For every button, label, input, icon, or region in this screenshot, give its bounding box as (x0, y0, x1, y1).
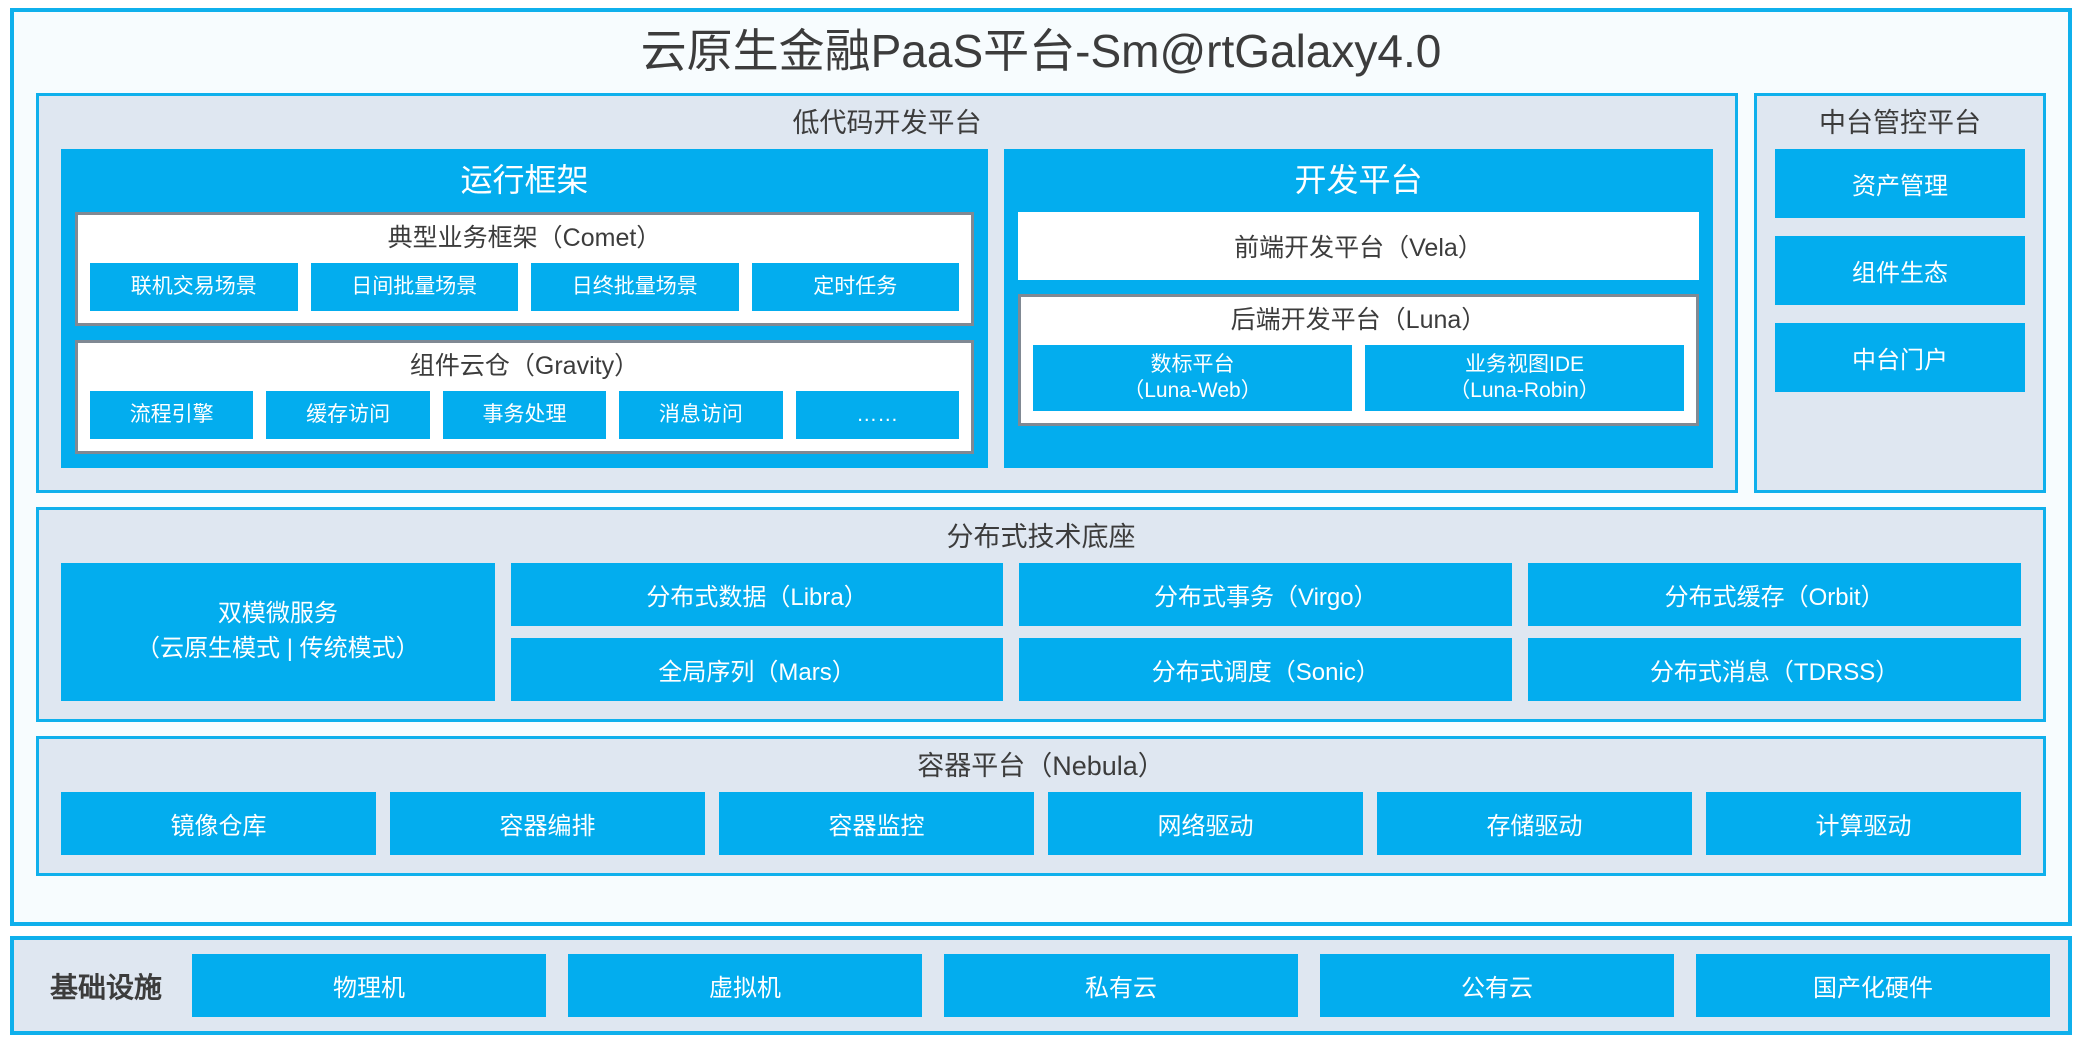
infrastructure-label: 基础设施 (50, 971, 163, 1003)
container-item-network-driver[interactable]: 网络驱动 (1048, 791, 1363, 855)
comet-item-intraday-batch[interactable]: 日间批量场景 (310, 262, 518, 311)
lowcode-platform-body: 运行框架 典型业务框架（Comet） 联机交易场景 日间批量场景 日终批量场景 … (39, 148, 1735, 490)
distributed-col-1: 分布式数据（Libra） 全局序列（Mars） (510, 562, 1004, 701)
midoffice-platform-body: 资产管理 组件生态 中台门户 (1757, 148, 2043, 490)
distributed-item-sonic[interactable]: 分布式调度（Sonic） (1019, 637, 1513, 701)
container-platform-panel: 容器平台（Nebula） 镜像仓库 容器编排 容器监控 网络驱动 存储驱动 计算… (36, 735, 2046, 876)
distributed-item-orbit[interactable]: 分布式缓存（Orbit） (1528, 562, 2021, 626)
container-item-image-registry[interactable]: 镜像仓库 (61, 791, 376, 855)
comet-card: 典型业务框架（Comet） 联机交易场景 日间批量场景 日终批量场景 定时任务 (75, 211, 974, 326)
gravity-card: 组件云仓（Gravity） 流程引擎 缓存访问 事务处理 消息访问 …… (75, 339, 974, 454)
midoffice-item-component-ecosystem[interactable]: 组件生态 (1775, 235, 2025, 305)
distributed-col-2: 分布式事务（Virgo） 分布式调度（Sonic） (1019, 562, 1513, 701)
container-item-storage-driver[interactable]: 存储驱动 (1377, 791, 1692, 855)
distributed-item-libra[interactable]: 分布式数据（Libra） (510, 562, 1004, 626)
gravity-title: 组件云仓（Gravity） (409, 351, 640, 380)
distributed-item-virgo[interactable]: 分布式事务（Virgo） (1019, 562, 1513, 626)
luna-web-code: （Luna-Web） (1123, 378, 1262, 402)
comet-item-scheduled-task[interactable]: 定时任务 (751, 262, 959, 311)
runtime-framework-title: 运行框架 (460, 161, 589, 198)
comet-item-online-trade[interactable]: 联机交易场景 (90, 262, 298, 311)
microservice-line2: （云原生模式 | 传统模式） (136, 634, 420, 662)
container-item-orchestration[interactable]: 容器编排 (390, 791, 705, 855)
distributed-item-dual-mode-microservice[interactable]: 双模微服务 （云原生模式 | 传统模式） (61, 562, 495, 701)
gravity-item-cache-access[interactable]: 缓存访问 (266, 390, 430, 439)
gravity-item-transaction[interactable]: 事务处理 (442, 390, 607, 439)
distributed-base-title: 分布式技术底座 (946, 521, 1136, 552)
midoffice-platform-title: 中台管控平台 (1819, 107, 1981, 138)
distributed-col-microservice: 双模微服务 （云原生模式 | 传统模式） (61, 562, 495, 701)
midoffice-platform-panel: 中台管控平台 资产管理 组件生态 中台门户 (1754, 92, 2046, 493)
gravity-chip-row: 流程引擎 缓存访问 事务处理 消息访问 …… (90, 390, 959, 439)
luna-title: 后端开发平台（Luna） (1230, 305, 1487, 334)
comet-item-eod-batch[interactable]: 日终批量场景 (531, 262, 739, 311)
luna-robin-code: （Luna-Robin） (1449, 378, 1600, 402)
midoffice-item-portal[interactable]: 中台门户 (1775, 322, 2025, 392)
gravity-item-more[interactable]: …… (795, 390, 959, 439)
comet-chip-row: 联机交易场景 日间批量场景 日终批量场景 定时任务 (90, 262, 959, 311)
infrastructure-item-domestic-hardware[interactable]: 国产化硬件 (1696, 954, 2051, 1017)
luna-item-luna-robin[interactable]: 业务视图IDE （Luna-Robin） (1364, 344, 1684, 412)
platform-main-frame: 云原生金融PaaS平台-Sm@rtGalaxy4.0 低代码开发平台 运行框架 … (10, 8, 2072, 926)
lowcode-platform-panel: 低代码开发平台 运行框架 典型业务框架（Comet） 联机交易场景 日间批量场景… (36, 92, 1738, 493)
page-title: 云原生金融PaaS平台-Sm@rtGalaxy4.0 (640, 25, 1442, 77)
infrastructure-item-physical-machine[interactable]: 物理机 (192, 954, 547, 1017)
comet-title: 典型业务框架（Comet） (387, 223, 662, 252)
luna-item-luna-web[interactable]: 数标平台 （Luna-Web） (1032, 344, 1352, 412)
container-item-compute-driver[interactable]: 计算驱动 (1706, 791, 2021, 855)
distributed-item-mars[interactable]: 全局序列（Mars） (510, 637, 1004, 701)
infrastructure-bar: 基础设施 物理机 虚拟机 私有云 公有云 国产化硬件 (10, 936, 2072, 1035)
luna-chip-row: 数标平台 （Luna-Web） 业务视图IDE （Luna-Robin） (1032, 344, 1684, 412)
midoffice-item-asset-management[interactable]: 资产管理 (1775, 148, 2025, 218)
vela-card[interactable]: 前端开发平台（Vela） (1017, 211, 1699, 280)
infrastructure-items: 物理机 虚拟机 私有云 公有云 国产化硬件 (192, 954, 2051, 1017)
distributed-item-tdrss[interactable]: 分布式消息（TDRSS） (1528, 637, 2021, 701)
microservice-line1: 双模微服务 (217, 600, 338, 628)
container-item-monitoring[interactable]: 容器监控 (719, 791, 1034, 855)
dev-platform-title: 开发平台 (1294, 161, 1423, 198)
runtime-framework-block: 运行框架 典型业务框架（Comet） 联机交易场景 日间批量场景 日终批量场景 … (61, 148, 988, 468)
luna-web-name: 数标平台 (1150, 352, 1235, 376)
infrastructure-item-public-cloud[interactable]: 公有云 (1320, 954, 1675, 1017)
lowcode-platform-title: 低代码开发平台 (792, 107, 982, 138)
luna-card: 后端开发平台（Luna） 数标平台 （Luna-Web） 业务视图IDE （Lu… (1017, 293, 1699, 427)
gravity-item-message-access[interactable]: 消息访问 (619, 390, 783, 439)
distributed-base-panel: 分布式技术底座 双模微服务 （云原生模式 | 传统模式） 分布式数据（Libra… (36, 506, 2046, 722)
luna-robin-name: 业务视图IDE (1464, 352, 1584, 376)
distributed-col-3: 分布式缓存（Orbit） 分布式消息（TDRSS） (1528, 562, 2021, 701)
dev-platform-block: 开发平台 前端开发平台（Vela） 后端开发平台（Luna） 数标平台 （Lun… (1003, 148, 1713, 468)
container-platform-body: 镜像仓库 容器编排 容器监控 网络驱动 存储驱动 计算驱动 (39, 791, 2043, 873)
container-platform-title: 容器平台（Nebula） (917, 750, 1165, 781)
infrastructure-item-private-cloud[interactable]: 私有云 (944, 954, 1299, 1017)
gravity-item-process-engine[interactable]: 流程引擎 (90, 390, 254, 439)
top-row: 低代码开发平台 运行框架 典型业务框架（Comet） 联机交易场景 日间批量场景… (36, 92, 2046, 493)
distributed-base-body: 双模微服务 （云原生模式 | 传统模式） 分布式数据（Libra） 全局序列（M… (39, 562, 2043, 719)
infrastructure-item-virtual-machine[interactable]: 虚拟机 (568, 954, 923, 1017)
